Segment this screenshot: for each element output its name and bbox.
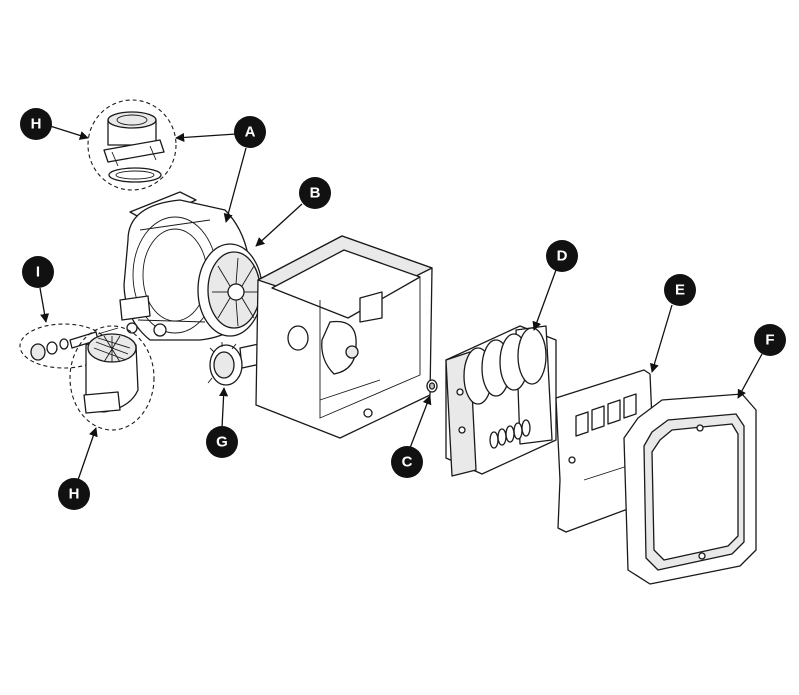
leader-h-top xyxy=(49,125,89,140)
part-b-impeller xyxy=(197,243,263,337)
leader-i xyxy=(39,287,50,323)
callout-g-label: G xyxy=(216,434,228,451)
leader-a-body xyxy=(223,147,247,223)
leader-b xyxy=(255,203,303,247)
callout-h-bottom-label: H xyxy=(69,486,80,503)
part-d-timer-mechanism xyxy=(445,325,557,477)
part-c-screw xyxy=(426,379,438,393)
part-h-bottom-strainer xyxy=(69,325,155,431)
leader-g xyxy=(219,387,229,429)
callout-e-label: E xyxy=(675,282,685,299)
callout-h-top: H xyxy=(20,108,52,140)
leader-d xyxy=(532,269,557,331)
leader-e xyxy=(649,304,673,373)
leader-f xyxy=(737,353,763,399)
leader-a-fitting xyxy=(175,132,237,142)
part-f-bezel-frame xyxy=(623,393,757,585)
part-h-top-fitting xyxy=(87,99,177,191)
callout-f: F xyxy=(754,324,786,356)
leader-h-bottom xyxy=(77,427,98,481)
callout-b: B xyxy=(299,177,331,209)
callout-f-label: F xyxy=(765,332,774,349)
motor-housing xyxy=(255,235,433,439)
callout-a-label: A xyxy=(245,124,256,141)
callout-e: E xyxy=(664,274,696,306)
callout-d: D xyxy=(546,240,578,272)
callout-i-label: I xyxy=(36,264,40,281)
callout-h-top-label: H xyxy=(31,116,42,133)
callout-h-bottom: H xyxy=(58,478,90,510)
callout-a: A xyxy=(234,116,266,148)
callout-c: C xyxy=(391,446,423,478)
callout-g: G xyxy=(206,426,238,458)
callout-d-label: D xyxy=(557,248,568,265)
callout-b-label: B xyxy=(310,185,321,202)
callout-c-label: C xyxy=(402,454,413,471)
leader-c xyxy=(409,395,432,449)
callout-i: I xyxy=(22,256,54,288)
leader-lines xyxy=(39,125,763,481)
